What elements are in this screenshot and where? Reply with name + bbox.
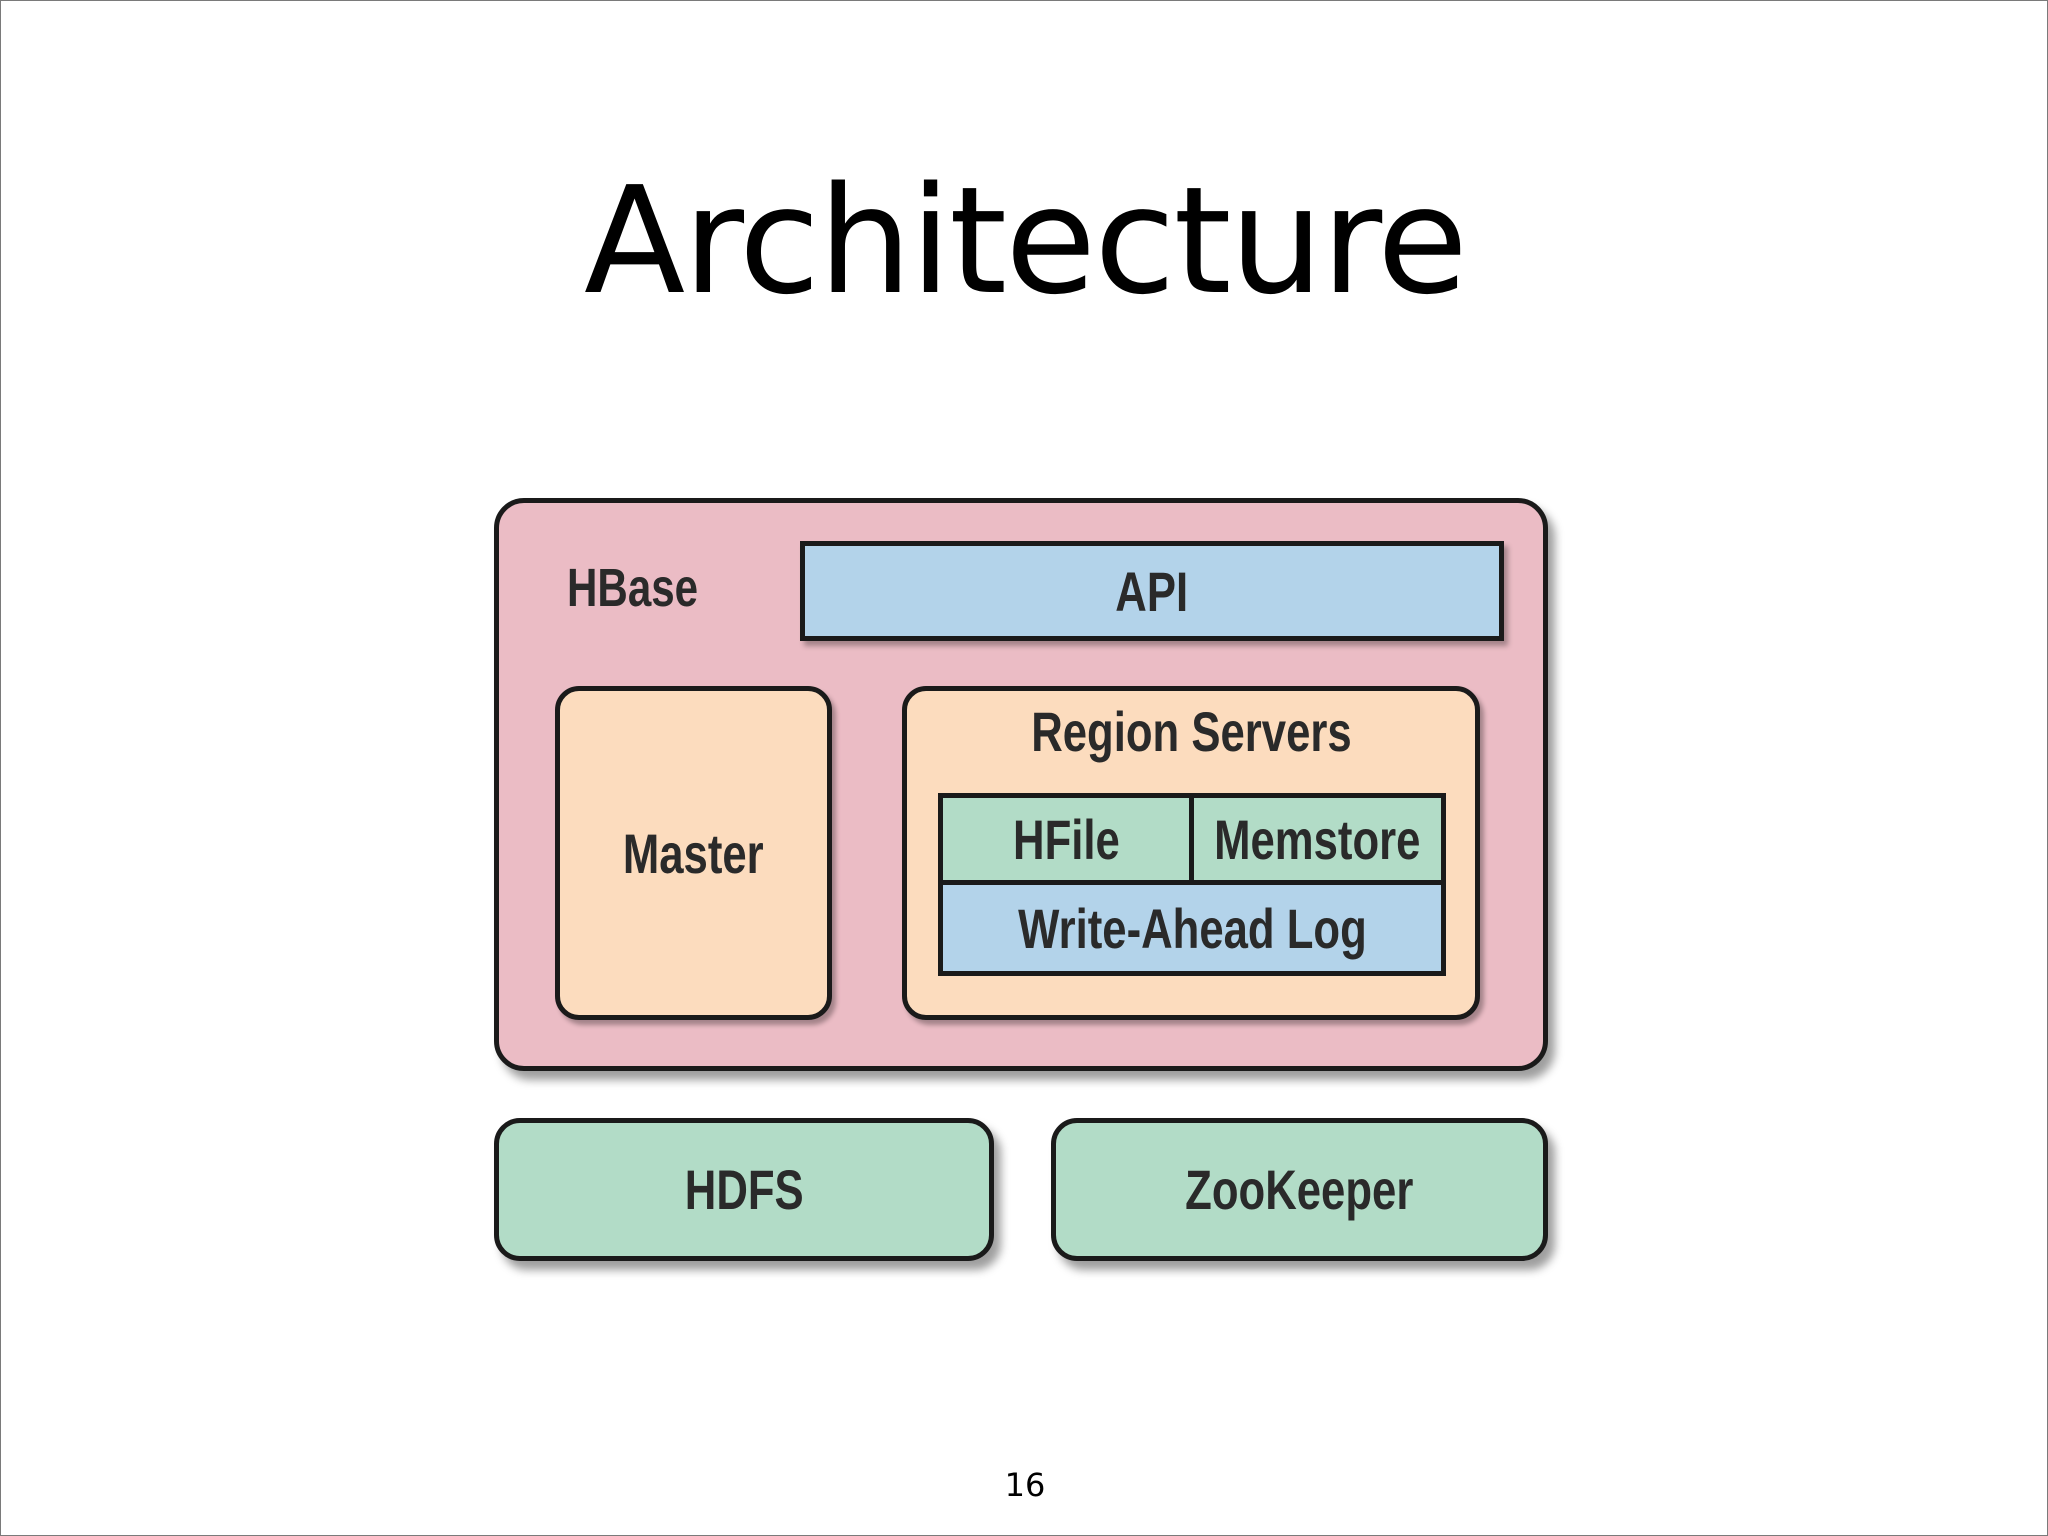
api-block: API — [800, 541, 1504, 641]
region-servers-label: Region Servers — [1030, 699, 1352, 763]
api-label: API — [1115, 559, 1189, 623]
hdfs-block: HDFS — [494, 1118, 994, 1261]
master-block: Master — [555, 686, 832, 1020]
memstore-label: Memstore — [1214, 807, 1421, 871]
hbase-label: HBase — [567, 558, 699, 618]
zookeeper-block: ZooKeeper — [1051, 1118, 1548, 1261]
hdfs-label: HDFS — [684, 1158, 804, 1221]
write-ahead-log-label: Write-Ahead Log — [1017, 896, 1367, 960]
master-label: Master — [623, 821, 764, 885]
hfile-label: HFile — [1012, 807, 1120, 871]
write-ahead-log-block: Write-Ahead Log — [938, 880, 1446, 976]
slide-title: Architecture — [583, 155, 1468, 327]
zookeeper-label: ZooKeeper — [1185, 1158, 1414, 1221]
hfile-block: HFile — [938, 793, 1194, 885]
page-number: 16 — [1004, 1466, 1046, 1504]
memstore-block: Memstore — [1189, 793, 1446, 885]
region-servers-title: Region Servers — [902, 691, 1480, 771]
